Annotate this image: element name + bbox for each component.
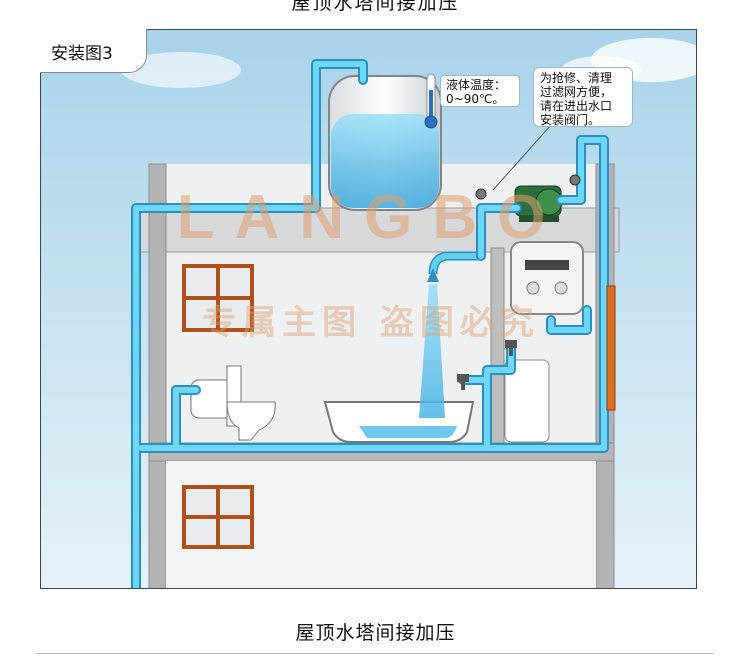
valve-note-line: 安装阀门。 [540,113,601,127]
diagram-caption: 屋顶水塔间接加压 [295,622,456,644]
valve-note-line: 请在进出水口 [540,99,613,113]
diagram-badge: 安装图3 [40,29,147,73]
divider [37,653,714,654]
drain-pipe [606,285,616,411]
temperature-note-line: 0~90℃。 [446,92,505,106]
thermometer-icon [424,73,438,129]
window-upper [182,264,254,332]
toilet [190,365,276,441]
water-tank [328,75,442,211]
valve-icon [475,188,487,200]
watermark-text: 专属主图 盗图必究 [202,303,540,343]
faucet-icon [457,340,517,390]
left-wall [148,163,167,588]
house-scene: LANGBO 专属主图 盗图必究 [41,30,696,588]
cloud [121,52,241,88]
water-heater [510,241,584,315]
valve-note-line: 过滤网方便， [540,85,613,99]
valve-note: 为抢修、清理 过滤网方便， 请在进出水口 安装阀门。 [533,67,633,127]
bathtub [323,401,475,443]
valve-icon [569,174,581,186]
temperature-note: 液体温度： 0~90℃。 [440,75,520,107]
washing-machine [504,359,550,443]
booster-pump [514,185,563,222]
installation-diagram: LANGBO 专属主图 盗图必究 [40,29,697,589]
temperature-note-line: 液体温度： [446,78,507,92]
note-pointer [492,124,552,191]
valve-note-line: 为抢修、清理 [540,71,613,85]
shower [419,251,481,418]
watermark-brand: LANGBO [177,183,566,252]
water-pipes [131,59,609,588]
window-lower [182,485,254,549]
top-title: 屋顶水塔间接加压 [291,0,460,14]
